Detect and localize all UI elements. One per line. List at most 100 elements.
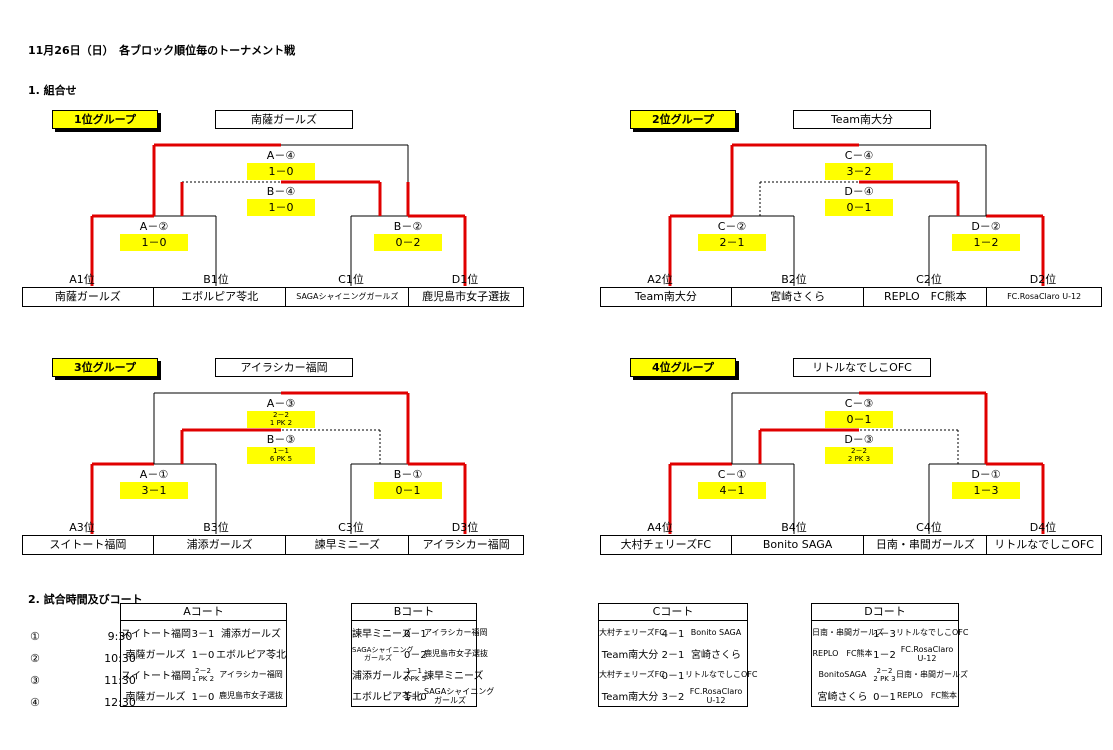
team-name: 宮崎さくら [730,288,864,306]
away-team: 鹿児島市女子選抜 [219,691,283,700]
match-label: C－③ [844,397,874,410]
score-regular: 2－2 [876,666,893,675]
score-pk: 2 PK 3 [873,674,896,683]
group-label: 1位グループ [52,110,158,129]
score-box: 0－1 [825,199,893,216]
court-name: Cコート [599,604,747,621]
match-time: 12:30 [104,695,136,709]
home-team: Team南大分 [601,692,659,703]
home-team: 諫早ミニーズ [352,628,412,640]
score-box: 0－2 [374,234,442,251]
home-team: Team南大分 [601,650,659,661]
home-team: 南薩ガールズ [125,650,186,661]
away-team: リトルなでしこOFC [896,627,969,637]
score-box: 4－1 [698,482,766,499]
away-team-line: FC.RosaClaro [689,686,743,696]
away-team: リトルなでしこOFC [685,670,758,679]
match-time: 9:30 [107,629,133,643]
match-score: 0－1 [661,671,685,682]
home-team-line: SAGAシャイニング [352,645,414,654]
score-pk: 1 PK 2 [191,674,215,683]
team-name: 浦添ガールズ [152,536,286,554]
home-team: スイトート福岡 [121,671,191,682]
group-label: 3位グループ [52,358,158,377]
seed-label: B3位 [203,521,229,534]
score-box: 0－1 [374,482,442,499]
score-pk: 6 PK 5 [269,455,293,463]
away-team: エボルピア苓北 [216,650,286,661]
team-name: Team南大分 [634,290,697,303]
score-box: 1－0 [247,199,315,216]
page-title: 11月26日（日） 各ブロック順位毎のトーナメント戦 [28,44,296,57]
match-score: 0－2 [404,650,427,661]
away-team-line: ガールズ [434,695,466,705]
score-regular: 2－2 [273,411,289,419]
score-regular: 1－1 [406,666,422,675]
team-name: 大村チェリーズFC [620,538,712,551]
score-box: 1－3 [952,482,1020,499]
home-team: 南薩ガールズ [125,692,186,703]
score-box: 1－2 [952,234,1020,251]
score-box: 2－1 [698,234,766,251]
score-regular: 1－1 [273,447,289,455]
match-score: 1－0 [191,692,215,703]
score-box: 1－0 [247,163,315,180]
home-team: 大村チェリーズFC [599,670,665,679]
score-pk: 2 PK 3 [847,455,871,463]
team-name: Bonito SAGA [730,536,864,554]
seed-label: C4位 [916,521,942,534]
away-team-line: U-12 [917,653,937,663]
team-name: 南薩ガールズ [54,290,121,303]
seed-label: B2位 [781,273,807,286]
seed-label: A2位 [647,273,673,286]
team-name: SAGAシャイニングガールズ [285,288,408,306]
away-team: SAGAシャイニングガールズ [424,687,494,705]
match-label: D－② [971,220,1001,233]
home-team: 浦添ガールズ [352,671,412,682]
match-label: B－④ [266,185,296,198]
team-name: 日南・串間ガールズ [863,536,986,554]
match-time: 10:30 [104,651,136,665]
match-score: 1－0 [404,692,427,703]
home-team: BonitoSAGA [818,670,867,679]
team-name: リトルなでしこOFC [986,536,1101,554]
section-heading-schedule: 2. 試合時間及びコート [28,593,143,606]
seed-label: C2位 [916,273,942,286]
team-name: スイトート福岡 [49,538,127,551]
home-team: REPLO FC熊本 [812,649,873,658]
match-label: A－④ [266,149,296,162]
score-pk: 1 PK 2 [269,419,293,427]
home-team: 大村チェリーズFC [599,627,665,637]
winner-box: アイラシカー福岡 [215,358,353,377]
match-time: 11:30 [104,673,136,687]
winner-box: リトルなでしこOFC [793,358,931,377]
match-label: B－① [393,468,423,481]
seed-label: D4位 [1029,521,1057,534]
score-pk: 6 PK 5 [404,674,427,683]
score-regular: 2－2 [195,666,211,675]
score-regular: 2－2 [851,447,867,455]
away-team: 浦添ガールズ [221,628,281,640]
match-number: ② [30,651,40,665]
seed-label: B4位 [781,521,807,534]
group-label: 2位グループ [630,110,736,129]
away-team: 諫早ミニーズ [424,671,484,682]
